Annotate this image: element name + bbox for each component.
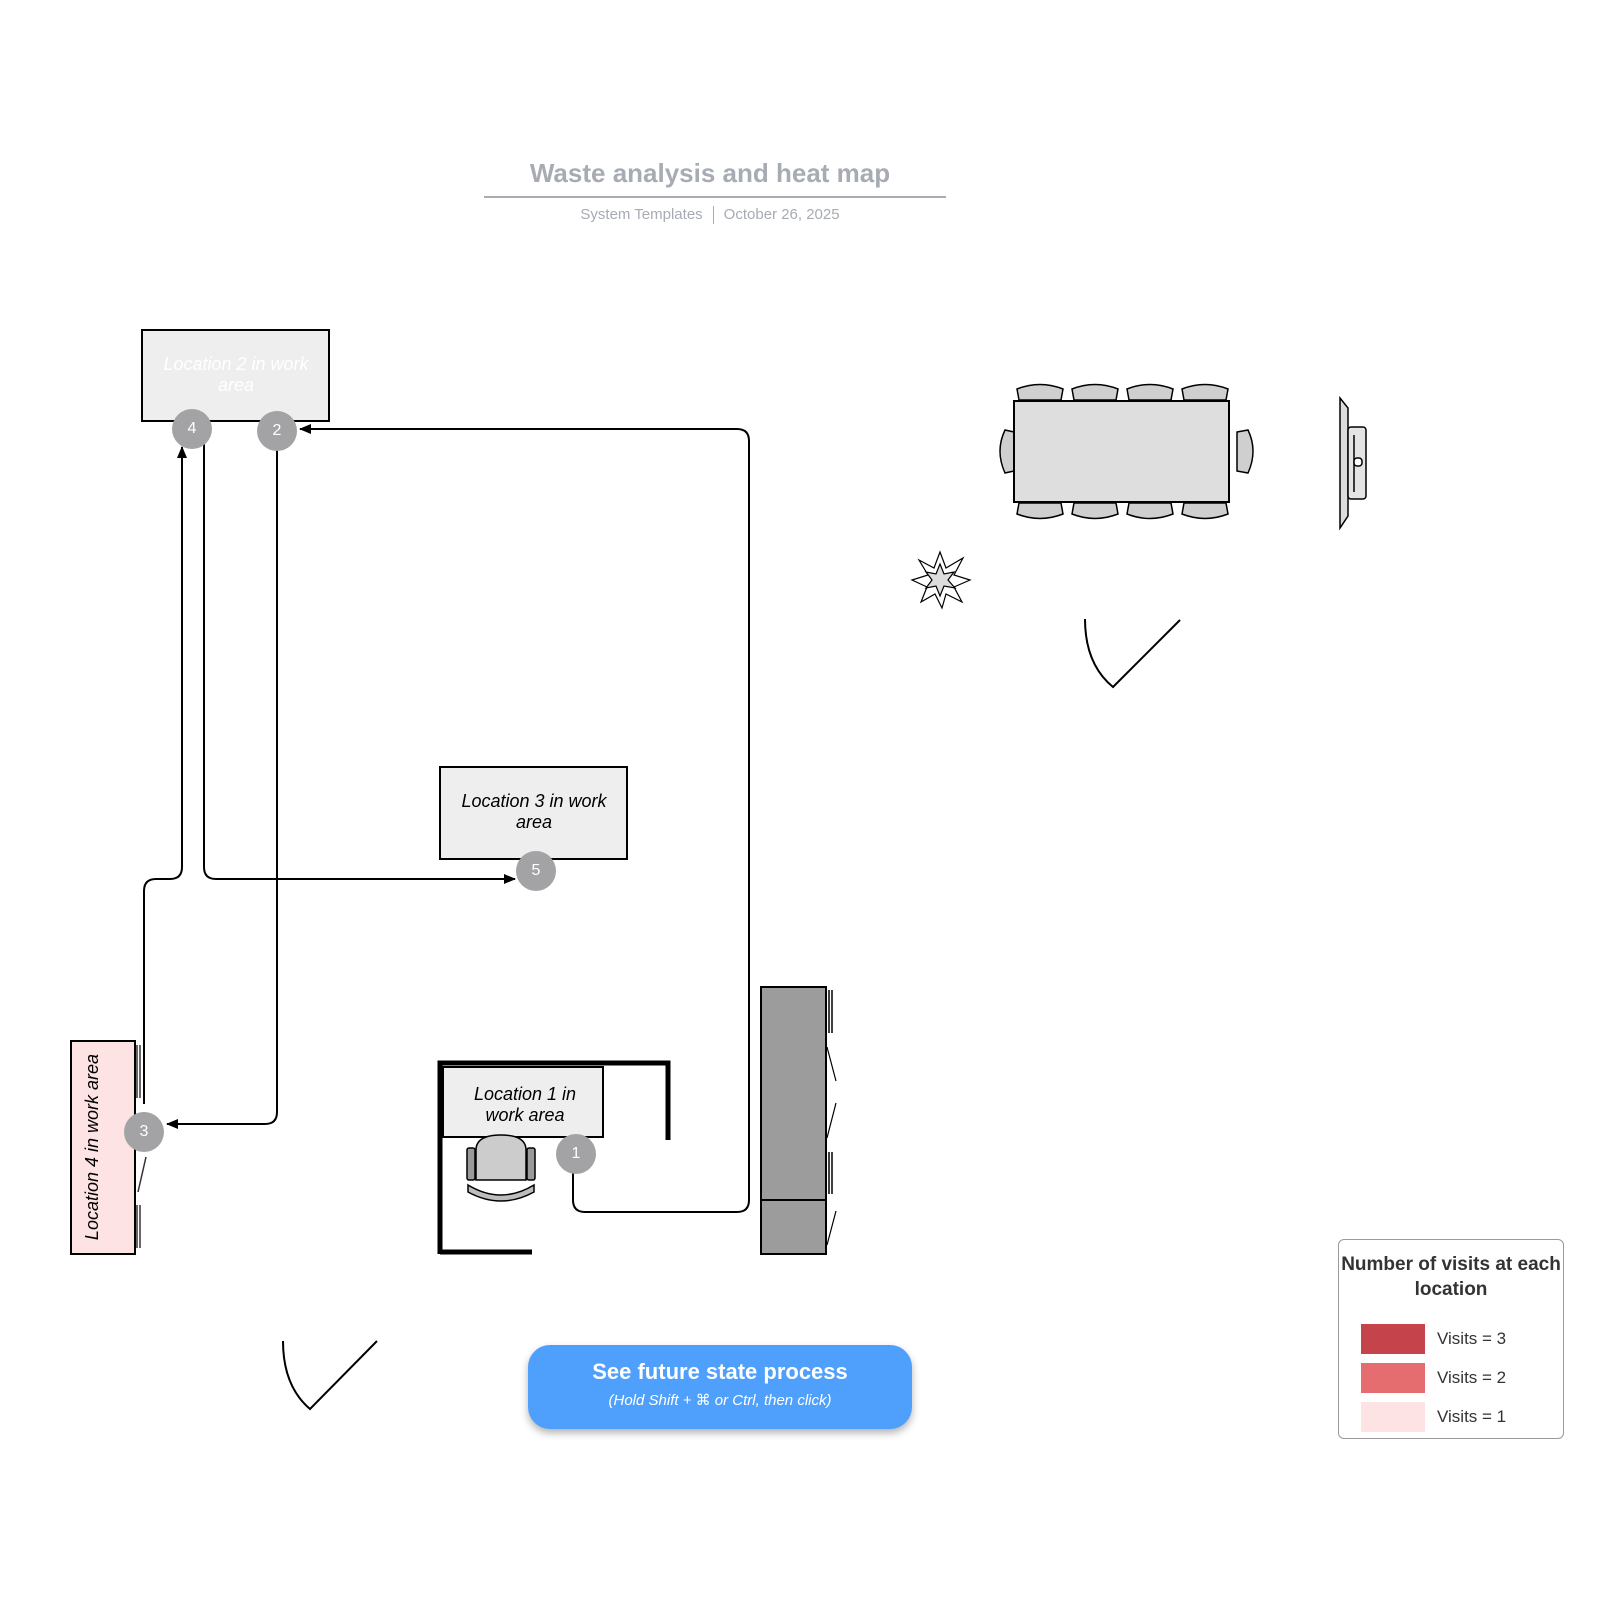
location-3-box[interactable] <box>439 766 628 860</box>
location-1-label: Location 1 in work area <box>473 1084 577 1125</box>
legend-swatch-visits-2 <box>1361 1363 1425 1393</box>
location-4-door-marks <box>136 1045 147 1248</box>
legend-swatch-visits-1 <box>1361 1402 1425 1432</box>
legend-item-visits-1: Visits = 1 <box>1361 1402 1551 1432</box>
location-4-box[interactable] <box>70 1040 136 1255</box>
heat-map-legend: Number of visits at each location Visits… <box>1338 1239 1564 1439</box>
legend-item-visits-3: Visits = 3 <box>1361 1324 1551 1354</box>
plant-icon <box>910 550 972 610</box>
date-label: October 26, 2025 <box>723 206 840 223</box>
legend-item-visits-2: Visits = 2 <box>1361 1363 1551 1393</box>
storage-cabinet-icon <box>760 986 837 1255</box>
legend-label-visits-2: Visits = 2 <box>1437 1368 1507 1387</box>
step-badge-3: 3 <box>124 1112 164 1152</box>
flow-paths <box>143 424 750 1213</box>
legend-title: Number of visits at each location <box>1341 1254 1561 1300</box>
future-state-button-hint: (Hold Shift + ⌘ or Ctrl, then click) <box>608 1392 832 1409</box>
location-3-label: Location 3 in work area <box>461 791 607 832</box>
page-title: Waste analysis and heat map <box>529 158 891 188</box>
office-chair-icon <box>466 1134 536 1202</box>
page-subtitle: System Templates October 26, 2025 <box>480 206 940 225</box>
author-label: System Templates <box>580 206 703 223</box>
future-state-button-label: See future state process <box>592 1359 848 1384</box>
location-1-cubicle <box>437 1060 671 1255</box>
conference-table-icon <box>999 383 1254 520</box>
flow-3-to-4 <box>143 446 187 1104</box>
flow-4-to-5 <box>203 441 516 884</box>
flow-1-to-2 <box>299 424 750 1213</box>
location-2-box[interactable] <box>141 329 330 422</box>
location-1-desk[interactable] <box>442 1066 604 1138</box>
legend-label-visits-3: Visits = 3 <box>1437 1329 1507 1348</box>
flow-2-to-3 <box>166 450 278 1129</box>
future-state-button[interactable]: See future state process (Hold Shift + ⌘… <box>528 1345 912 1429</box>
wall-display-icon <box>1339 395 1367 531</box>
step-badge-2: 2 <box>257 411 297 451</box>
legend-label-visits-1: Visits = 1 <box>1437 1407 1507 1426</box>
door-swing-icons <box>282 618 1181 1411</box>
location-2-label: Location 2 in work area <box>163 354 309 395</box>
step-badge-5: 5 <box>516 851 556 891</box>
step-badge-1: 1 <box>556 1134 596 1174</box>
location-4-label: Location 4 in work area <box>82 1053 102 1241</box>
title-underline <box>484 196 946 198</box>
legend-swatch-visits-3 <box>1361 1324 1425 1354</box>
step-badge-4: 4 <box>172 409 212 449</box>
subtitle-separator <box>712 206 714 225</box>
